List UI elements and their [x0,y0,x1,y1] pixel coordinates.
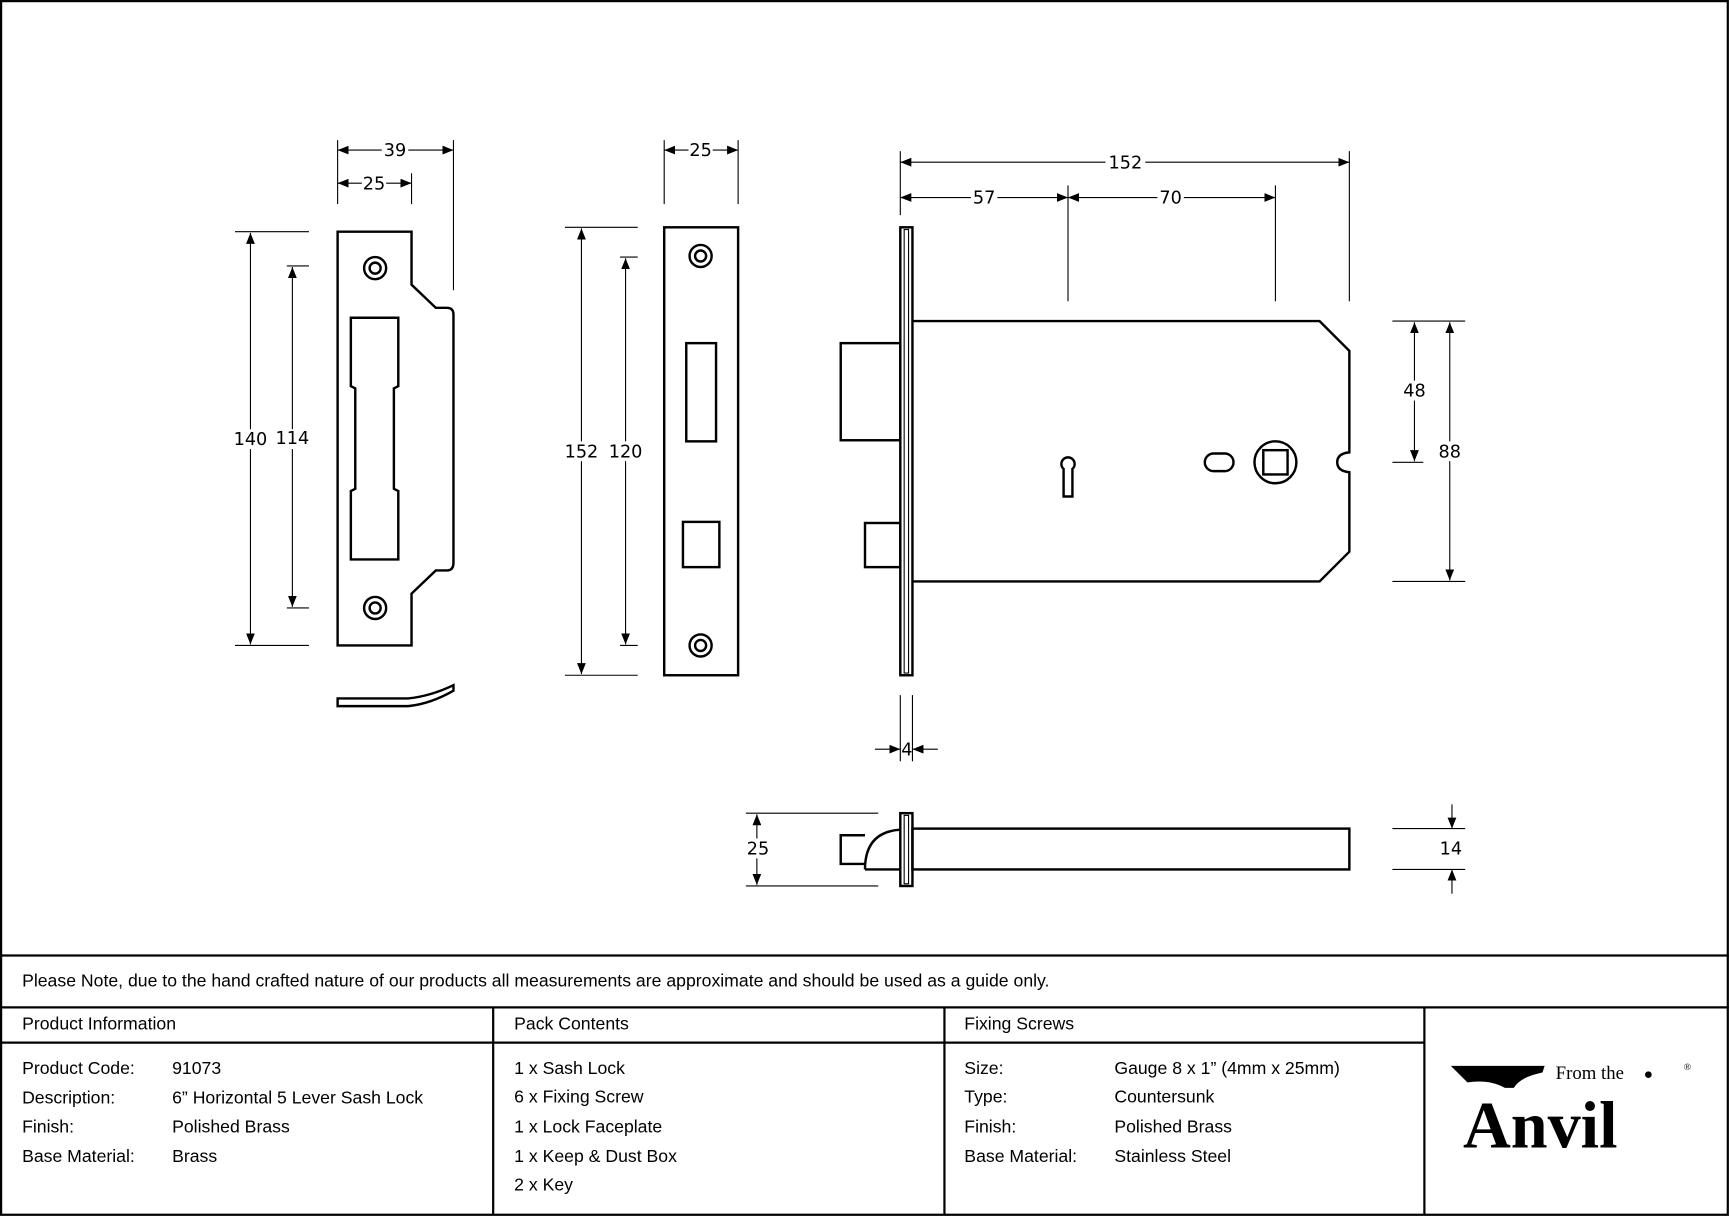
anvil-logo: Anvil From the ® [1450,1062,1692,1162]
dim-faceplate-width: 25 [689,141,711,161]
dim-keep-hole-centres: 114 [276,429,310,449]
product-info-label: Base Material: [22,1146,135,1166]
screw-label: Base Material: [964,1146,1077,1166]
product-info-value: Brass [172,1146,217,1166]
dim-keep-width: 39 [384,141,406,161]
lock-body-drawing: 152 57 70 48 88 4 [839,151,1466,762]
product-info-value: 91073 [172,1058,221,1078]
dim-faceplate-thickness: 4 [901,740,912,760]
product-info-label: Description: [22,1088,115,1108]
product-info-header: Product Information [22,1014,176,1034]
dim-lock-length: 152 [1109,153,1143,173]
dim-keep-height: 140 [234,430,268,450]
logo-wordmark: Anvil [1463,1089,1617,1162]
product-info-label: Product Code: [22,1058,135,1078]
logo-registered-mark: ® [1684,1062,1692,1073]
keyhole [1060,456,1076,498]
logo-tagline: From the [1556,1063,1624,1084]
keep-drawing: 39 25 140 114 [232,140,455,708]
screw-value: Polished Brass [1114,1116,1232,1136]
dim-centres: 70 [1159,189,1181,209]
pack-item: 6 x Fixing Screw [514,1086,644,1106]
info-table: Please Note, due to the hand crafted nat… [1,954,1729,1215]
dim-keep-plate-width: 25 [363,174,385,194]
pack-contents-header: Pack Contents [514,1014,629,1034]
dim-body-height: 88 [1439,442,1461,462]
dim-faceplate-height: 152 [565,442,599,462]
product-info-label: Finish: [22,1116,74,1136]
product-info-value: Polished Brass [172,1116,290,1136]
follower-slot [1203,452,1235,473]
fixing-screws-header: Fixing Screws [964,1014,1074,1034]
anvil-icon [1450,1065,1545,1088]
screw-value: Gauge 8 x 1” (4mm x 25mm) [1114,1058,1339,1078]
screw-value: Countersunk [1114,1086,1214,1106]
pack-item: 1 x Sash Lock [514,1058,625,1078]
dim-faceplate-hole-centres: 120 [609,442,643,462]
pack-item: 1 x Keep & Dust Box [514,1146,677,1166]
dust-box [336,683,455,708]
screw-label: Type: [964,1086,1007,1106]
dim-forend-width: 25 [747,840,769,860]
screw-label: Finish: [964,1116,1016,1136]
dim-body-upper: 48 [1403,382,1425,402]
pack-item: 2 x Key [514,1175,573,1195]
dim-body-depth: 14 [1440,840,1462,860]
screw-value: Stainless Steel [1114,1146,1231,1166]
faceplate-drawing: 25 152 120 [563,140,740,677]
pack-item: 1 x Lock Faceplate [514,1116,662,1136]
dim-backset: 57 [973,189,995,209]
spindle-hub [1253,440,1298,485]
lock-plan-drawing: 25 14 [744,804,1466,894]
screw-label: Size: [964,1058,1003,1078]
product-info-value: 6” Horizontal 5 Lever Sash Lock [172,1088,423,1108]
measurement-note: Please Note, due to the hand crafted nat… [22,971,1049,991]
